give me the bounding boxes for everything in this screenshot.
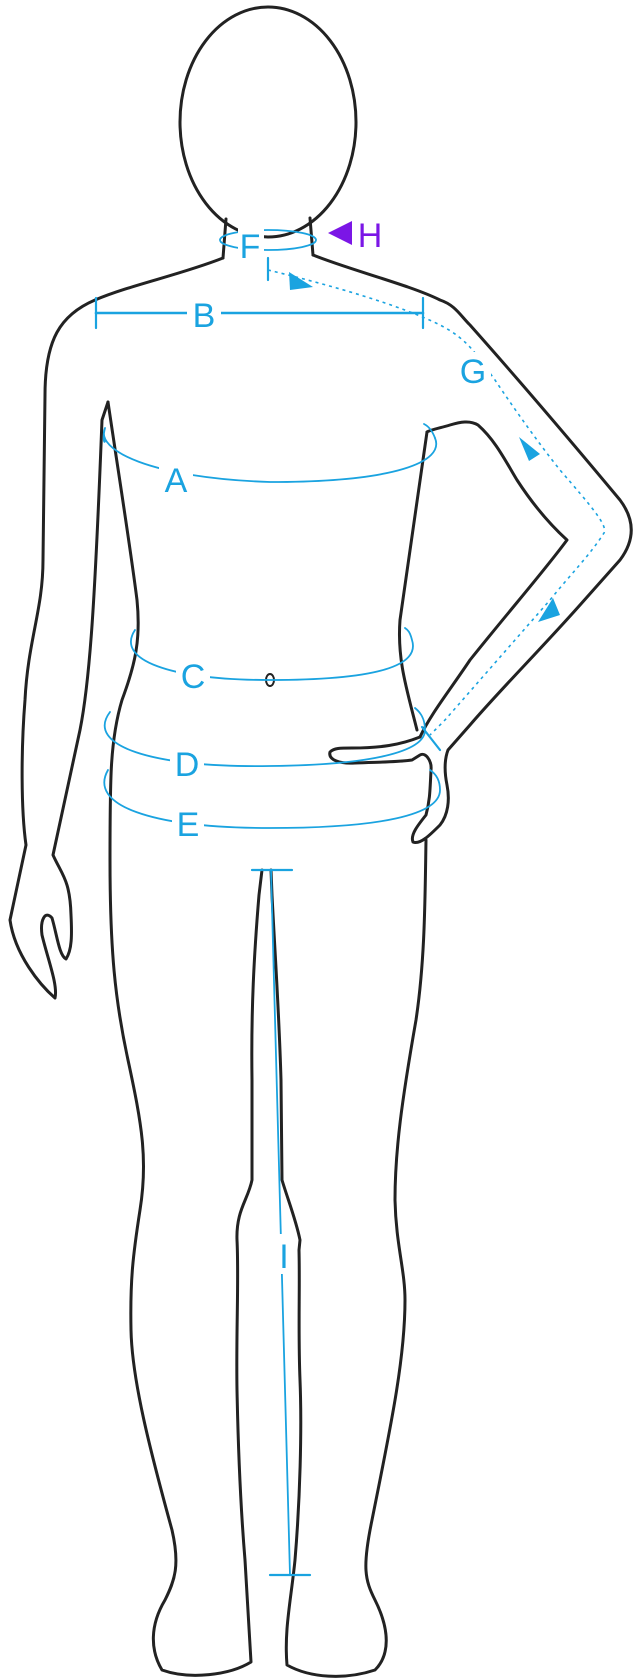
chest-measure-loop [104, 428, 437, 482]
lower-hip-measure-loop [104, 770, 440, 828]
label-C: C [181, 658, 206, 696]
head [180, 7, 356, 237]
arm-length-measure-path [268, 270, 605, 735]
measurement-labels: A B C D E F G H I [159, 217, 491, 1276]
right-arm [313, 255, 631, 843]
label-D: D [175, 746, 200, 784]
right-torso [399, 432, 427, 730]
neck-measure-loop [220, 230, 316, 250]
hip-measure-loop [105, 708, 425, 766]
label-E: E [177, 806, 200, 844]
measurement-guides [96, 221, 605, 1575]
left-arm [10, 258, 223, 998]
label-A: A [165, 462, 188, 500]
label-G: G [460, 353, 486, 391]
body-outline [10, 7, 631, 1676]
waist-measure-loop [131, 628, 413, 680]
label-B: B [193, 297, 216, 335]
arm-arrow-2 [519, 437, 540, 461]
h-arrow-icon [328, 221, 352, 245]
arm-length-end-tick [422, 727, 440, 750]
inseam-measure-line [271, 870, 290, 1575]
right-inner-arm [420, 422, 567, 737]
left-torso [108, 402, 262, 1675]
label-F: F [240, 228, 261, 266]
label-I: I [279, 1238, 288, 1276]
label-H: H [358, 217, 383, 255]
